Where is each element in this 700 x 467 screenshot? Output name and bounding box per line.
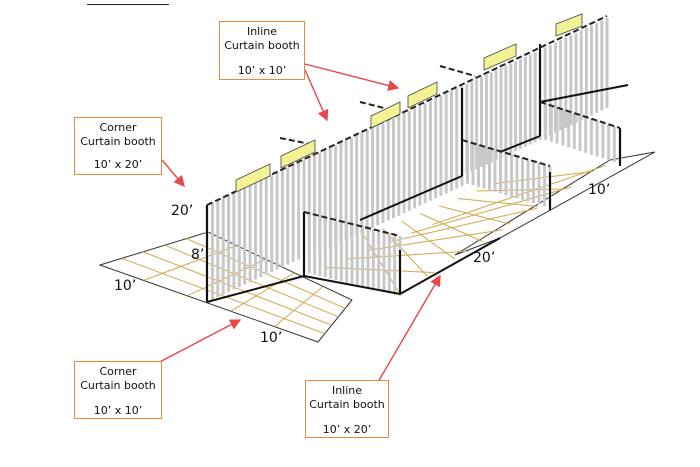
- floor-grid-line: [438, 205, 511, 225]
- dimension-bottom-10: 10’: [260, 330, 283, 346]
- floor-grid-line: [457, 198, 538, 207]
- callout-title-line1: Corner: [99, 365, 137, 378]
- booth-signs: [235, 13, 583, 193]
- dimension-height-20: 20’: [171, 203, 194, 219]
- callout-corner-10x10: Corner Curtain booth 10’ x 10’: [74, 361, 162, 419]
- callout-title-line2: Curtain booth: [224, 39, 300, 52]
- floor-grid-line: [420, 213, 483, 242]
- dimension-right-10: 10’: [588, 182, 611, 198]
- floor-grid-line: [432, 164, 606, 226]
- sign-booth-2: [280, 139, 316, 169]
- callout-size: 10’ x 10’: [93, 404, 143, 417]
- sign-booth-3: [370, 101, 401, 129]
- sign-booth-6: [555, 13, 583, 37]
- floor-grid-line: [230, 272, 295, 312]
- callout-corner-10x20: Corner Curtain booth 10’ x 20’: [74, 117, 162, 175]
- callout-arrows: [151, 63, 441, 383]
- sign-booth-4: [407, 81, 438, 109]
- floor-grid-line: [121, 257, 325, 335]
- dimension-height-8: 8’: [191, 247, 205, 263]
- dimension-left-10: 10’: [114, 278, 137, 294]
- arrow-inline-top-2: [304, 69, 329, 122]
- callout-title-line1: Inline: [331, 384, 363, 397]
- floor-outline-right: [454, 151, 656, 256]
- header-rule: [87, 4, 169, 5]
- callout-size: 10’ x 20’: [93, 158, 143, 171]
- arrow-inline-top-1: [304, 63, 400, 91]
- callout-size: 10’ x 20’: [322, 423, 372, 436]
- floor-grid-line: [143, 245, 237, 281]
- dimension-aisle-20: 20’: [473, 250, 496, 266]
- floor-grid-line: [186, 258, 266, 297]
- floor-outline: [98, 231, 353, 343]
- top-rails: [206, 15, 621, 237]
- arrow-inline-bottom: [377, 274, 441, 383]
- callout-title-line1: Inline: [246, 25, 278, 38]
- sign-booth-1: [235, 163, 271, 193]
- sign-booth-5: [483, 43, 517, 71]
- callout-title-line2: Curtain booth: [80, 135, 156, 148]
- arrow-corner-bottom: [151, 319, 242, 367]
- callout-title-line1: Corner: [99, 121, 137, 134]
- callout-inline-10x20: Inline Curtain booth 10’ x 20’: [305, 380, 389, 438]
- floor-grid-line: [274, 286, 324, 327]
- floor-grid-line: [143, 251, 332, 326]
- floor-grid-line: [401, 220, 456, 260]
- curtain-side-3: [538, 102, 622, 164]
- callout-inline-10x10: Inline Curtain booth 10’ x 10’: [219, 21, 305, 80]
- arrow-corner-left: [161, 159, 185, 188]
- booth-frame: [206, 44, 629, 303]
- callout-title-line2: Curtain booth: [80, 379, 156, 392]
- callout-title-line2: Curtain booth: [309, 398, 385, 411]
- callout-size: 10’ x 10’: [237, 64, 287, 77]
- floor-grid-line: [389, 207, 538, 243]
